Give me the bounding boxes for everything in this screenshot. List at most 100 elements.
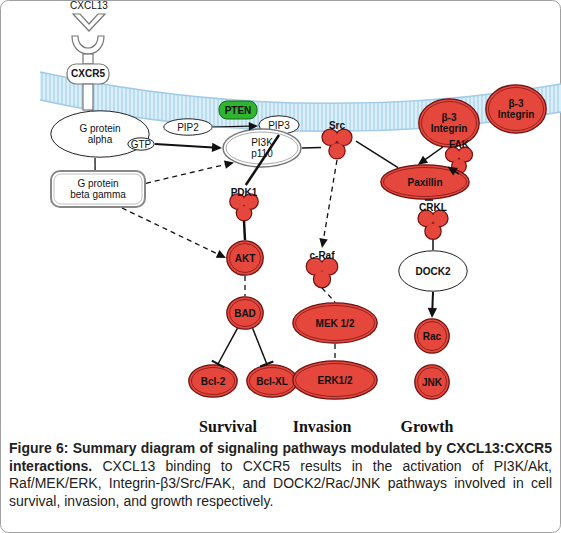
connector-line	[213, 126, 250, 128]
connector-line	[356, 141, 398, 168]
node-label: AKT	[235, 253, 256, 264]
protein-icon: c-Raf	[302, 248, 342, 288]
connector	[302, 147, 321, 149]
node-label: β-3 Integrin	[425, 112, 473, 134]
connector	[212, 328, 238, 367]
protein-ellipse: ERK1/2	[292, 360, 378, 400]
protein-ellipse: Bcl-XL	[246, 364, 298, 398]
node-label: CXCR5	[71, 68, 105, 79]
receptor-symbol	[72, 36, 104, 54]
connector-line	[244, 221, 245, 240]
node-outline	[381, 165, 469, 199]
node-label: BAD	[234, 308, 256, 319]
node-outline	[223, 129, 301, 167]
node-outline	[227, 297, 263, 329]
node-label: Paxillin	[407, 177, 442, 188]
connector-line	[218, 328, 237, 364]
node-outline	[399, 251, 467, 291]
node-label: GTP	[131, 139, 152, 150]
node-label: DOCK2	[415, 266, 450, 277]
node-label: ERK1/2	[317, 375, 352, 386]
node-outline	[293, 303, 377, 343]
connector-line	[425, 147, 443, 160]
node-outline	[51, 111, 149, 157]
node-outline	[226, 132, 298, 164]
node-outline	[128, 138, 154, 150]
connector-line	[432, 240, 434, 250]
connector-line	[253, 328, 267, 364]
connector-line	[155, 144, 213, 147]
protein-ellipse: G protein alpha	[50, 110, 150, 158]
pathway-label: Invasion	[293, 418, 352, 436]
node-outline	[230, 244, 261, 273]
node-outline	[250, 368, 295, 395]
node-label: FAK	[449, 139, 469, 150]
node-label: PIP2	[177, 122, 199, 133]
node-outline	[415, 365, 449, 399]
node-label: CXCL13	[70, 0, 108, 11]
arrow-head	[428, 308, 437, 318]
connector-line	[323, 160, 337, 240]
ligand-symbol	[73, 14, 105, 31]
connector	[322, 288, 335, 302]
node-outline	[422, 102, 477, 145]
node-label: Rac	[423, 331, 441, 342]
connector	[155, 143, 222, 152]
connector	[335, 344, 336, 360]
node-outline	[230, 300, 261, 327]
node-label: CRKL	[419, 202, 447, 213]
node-label: JNK	[422, 377, 442, 388]
icon-lobe	[323, 130, 338, 145]
node-outline	[418, 322, 447, 351]
protein-ellipse: AKT	[226, 240, 264, 276]
connector	[244, 221, 245, 240]
node-outline	[227, 241, 263, 275]
node-label: G protein alpha	[73, 123, 128, 145]
icon-lobe	[237, 206, 251, 220]
connector	[433, 240, 434, 250]
connector-line	[146, 164, 226, 183]
icon-lobe	[314, 271, 330, 287]
connector-line	[122, 208, 219, 254]
icon-lobe	[419, 211, 434, 226]
arrow-head	[224, 160, 234, 168]
node-outline	[247, 365, 297, 397]
node-outline	[189, 365, 237, 397]
connector	[122, 208, 226, 258]
node-label: MEK 1/2	[316, 318, 355, 329]
connector	[95, 158, 96, 170]
connector	[253, 328, 274, 366]
icon-lobe	[314, 271, 330, 287]
node-outline	[54, 174, 142, 204]
receptor-symbol	[83, 54, 93, 64]
connector-line	[322, 288, 335, 302]
figure-caption: Figure 6: Summary diagram of signaling p…	[9, 440, 552, 510]
protein-icon: CRKL	[414, 200, 452, 240]
icon-lobe	[336, 130, 351, 145]
node-label: Bcl-XL	[256, 376, 288, 387]
arrow-head	[418, 156, 428, 165]
phosphatase-node: PTEN	[218, 100, 258, 120]
icon-lobe	[432, 211, 447, 226]
node-label: PI3K p110	[247, 137, 277, 159]
protein-ellipse: GTP	[127, 137, 155, 151]
icon-lobe	[432, 211, 447, 226]
protein-ellipse: PIP2	[163, 118, 213, 136]
protein-ellipse: BAD	[226, 296, 264, 330]
node-label: c-Raf	[309, 250, 334, 261]
protein-box: G protein beta gamma	[50, 170, 146, 208]
receptor-symbol	[83, 84, 93, 110]
connector	[356, 141, 398, 168]
connector-line	[94, 158, 95, 170]
receptor-symbol	[67, 64, 109, 84]
protein-ellipse: Bcl-2	[188, 364, 238, 398]
connector-line	[334, 344, 335, 360]
node-outline	[415, 319, 449, 353]
connector	[245, 276, 246, 296]
icon-lobe	[323, 130, 338, 145]
connector-line	[431, 292, 434, 309]
icon-lobe	[419, 211, 434, 226]
icon-lobe	[425, 224, 440, 239]
node-outline	[296, 364, 375, 397]
